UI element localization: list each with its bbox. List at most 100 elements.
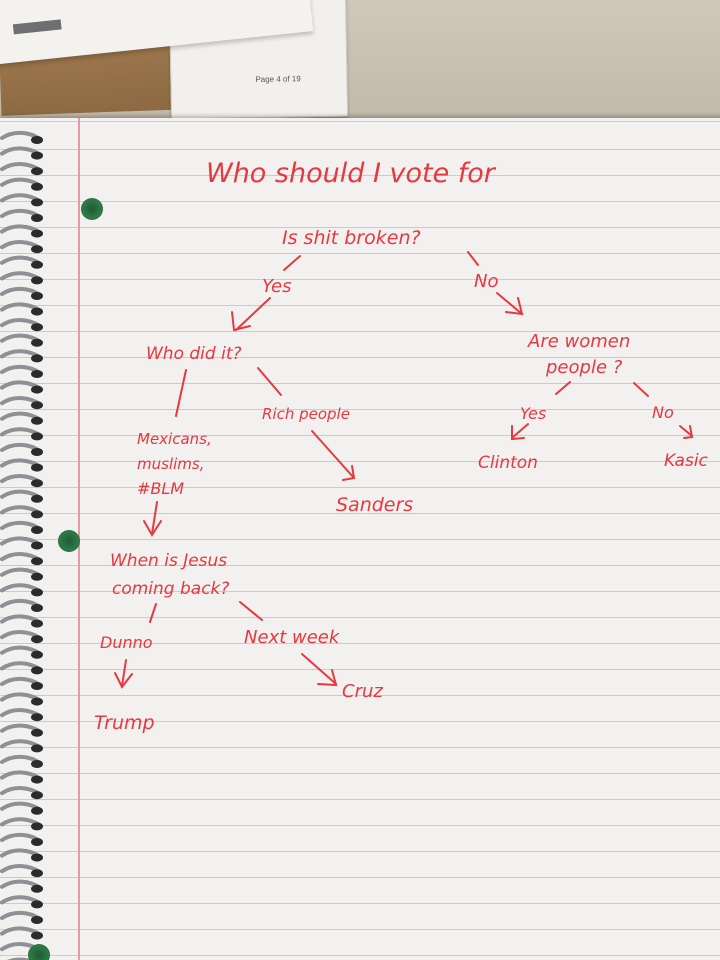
clinton-answer: Clinton: [478, 453, 538, 473]
spiral-hole: [31, 198, 43, 207]
sanders-answer: Sanders: [336, 494, 413, 516]
spiral-hole: [31, 338, 43, 347]
spiral-hole: [31, 604, 43, 612]
rich-arrow-line: [311, 430, 355, 479]
spiral-hole: [31, 151, 43, 160]
women-yes-label: Yes: [520, 404, 546, 423]
kasich-arrow-head: [683, 425, 694, 439]
spiral-hole: [31, 697, 43, 706]
spiral-hole: [31, 276, 43, 285]
women-no-label: No: [652, 403, 674, 422]
trump-answer: Trump: [94, 712, 155, 734]
punch-hole-top: [81, 198, 103, 220]
spiral-hole: [31, 245, 43, 254]
cruz-arrow-head: [317, 669, 338, 687]
spiral-hole: [31, 806, 43, 815]
notebook-page: [0, 118, 720, 960]
spiral-hole: [31, 448, 43, 456]
next-week-stroke: [239, 601, 263, 621]
spiral-hole: [31, 666, 43, 675]
root-question: Is shit broken?: [282, 227, 421, 249]
clinton-arrow-line: [511, 423, 529, 439]
no-arrow-line: [496, 292, 523, 315]
women-yes-stroke: [555, 381, 571, 395]
spiral-hole: [31, 463, 43, 472]
mexicans-line3: #BLM: [137, 479, 184, 498]
rich-arrow-head: [342, 465, 356, 481]
trump-arrow-line: [121, 659, 127, 687]
spiral-hole: [31, 385, 43, 394]
spiral-hole: [31, 432, 43, 441]
spiral-hole: [31, 494, 43, 503]
spiral-hole: [31, 931, 43, 940]
spiral-hole: [31, 775, 43, 784]
women-no-stroke: [633, 382, 649, 397]
spiral-hole: [31, 791, 43, 800]
spiral-hole: [31, 900, 43, 909]
kasich-answer: Kasic: [664, 451, 709, 471]
spiral-hole: [31, 416, 43, 425]
flowchart-title: Who should I vote for: [206, 158, 497, 189]
spiral-coils: [0, 130, 43, 960]
women-question-line1: Are women: [527, 331, 630, 352]
spiral-hole: [31, 541, 43, 550]
spiral-hole: [31, 323, 43, 332]
cruz-answer: Cruz: [342, 681, 383, 702]
dunno-label: Dunno: [100, 633, 153, 652]
mexicans-line2: muslims,: [137, 455, 204, 473]
no-arrow-head: [505, 297, 524, 316]
spiral-hole: [31, 635, 43, 644]
spiral-hole: [31, 307, 43, 316]
spiral-binding: [0, 128, 48, 960]
spiral-hole: [31, 370, 43, 378]
spiral-hole: [31, 572, 43, 581]
mexicans-arrow-line: [151, 501, 158, 535]
spiral-hole: [31, 510, 43, 519]
jesus-question-line2: coming back?: [112, 579, 229, 599]
spiral-hole: [31, 354, 43, 363]
who-did-it: Who did it?: [146, 344, 242, 364]
spiral-hole: [31, 728, 43, 737]
spiral-hole: [31, 588, 43, 597]
spiral-hole: [31, 713, 43, 722]
women-question-line2: people ?: [545, 357, 623, 378]
punch-hole-bottom: [28, 944, 50, 960]
mexicans-arrow-head: [143, 520, 162, 537]
rich-people: Rich people: [262, 405, 350, 423]
jesus-question-line1: When is Jesus: [110, 551, 227, 571]
spiral-hole: [31, 822, 43, 831]
punch-hole-middle: [58, 530, 80, 552]
mexicans-line1: Mexicans,: [137, 430, 212, 448]
spiral-hole: [31, 292, 43, 300]
mexicans-stroke: [175, 369, 187, 417]
spiral-hole: [31, 136, 43, 144]
cruz-arrow-line: [301, 653, 337, 685]
trump-arrow-head: [114, 672, 133, 689]
dunno-stroke: [149, 603, 157, 623]
spiral-hole: [31, 838, 43, 846]
spiral-hole: [31, 619, 43, 628]
spiral-hole: [31, 853, 43, 862]
kasich-arrow-line: [679, 425, 693, 437]
spiral-hole: [31, 526, 43, 534]
next-week-label: Next week: [244, 627, 341, 648]
spiral-hole: [31, 744, 43, 753]
root-no-stroke: [467, 251, 479, 266]
spiral-hole: [31, 167, 43, 176]
spiral-hole: [31, 557, 43, 566]
spiral-hole: [31, 479, 43, 488]
root-yes-stroke: [283, 255, 301, 271]
rich-stroke: [257, 367, 282, 396]
clinton-arrow-head: [511, 425, 525, 441]
spiral-hole: [31, 229, 43, 238]
yes-arrow-line: [235, 297, 271, 331]
spiral-hole: [31, 214, 43, 222]
spiral-hole: [31, 869, 43, 878]
spiral-hole: [31, 884, 43, 893]
no-label: No: [474, 271, 498, 292]
spiral-hole: [31, 650, 43, 659]
yes-arrow-head: [231, 311, 251, 332]
spiral-hole: [31, 260, 43, 269]
